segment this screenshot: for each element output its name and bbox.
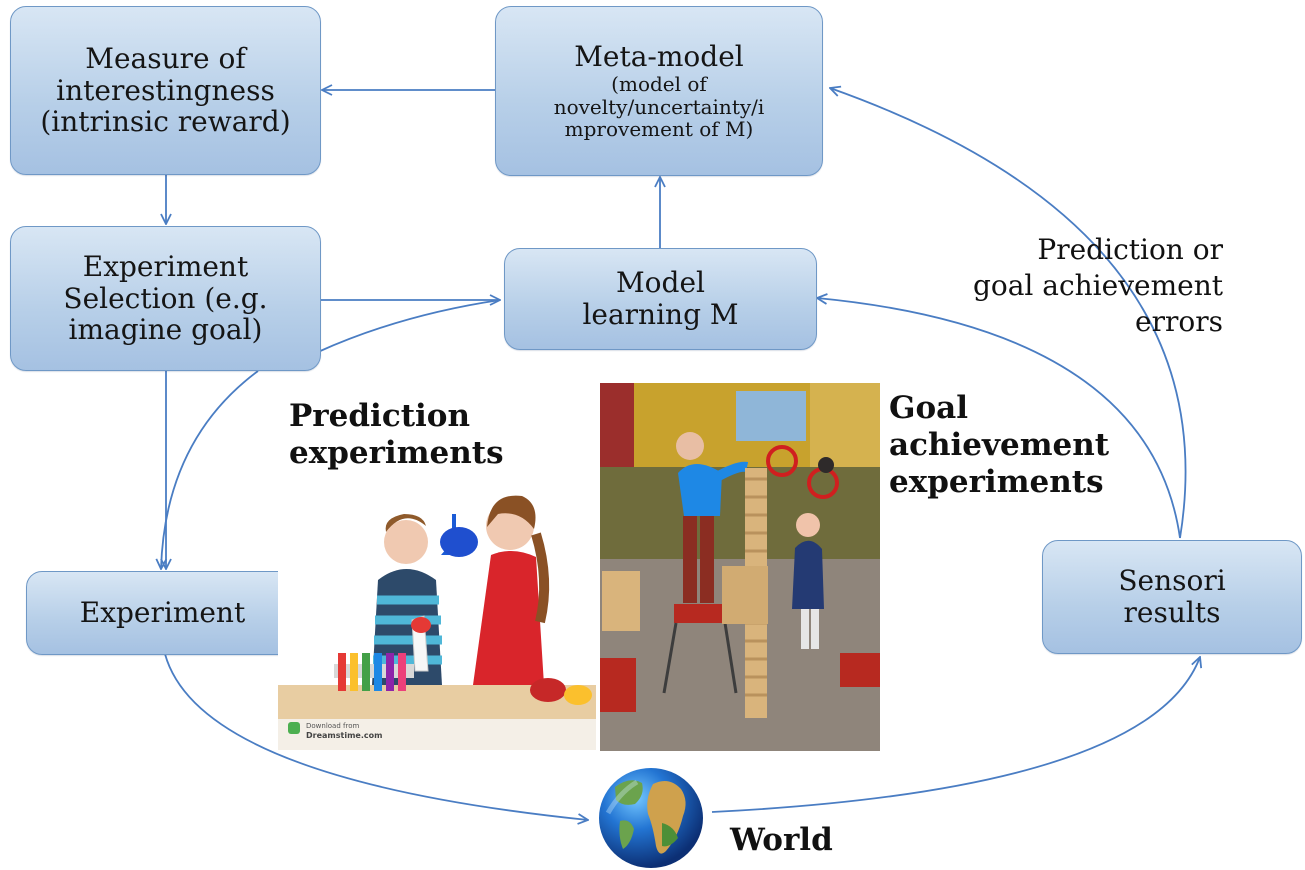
- arrow-sensori-to-meta: [830, 88, 1187, 539]
- world-label: World: [730, 822, 833, 858]
- world-globe-icon: [599, 768, 703, 868]
- prediction-label-line-1: Prediction: [289, 398, 471, 434]
- goal-achievement-experiments-photo: [600, 383, 880, 751]
- meta-model-line-1: (model of: [611, 71, 707, 96]
- sensori-line-2: results: [1123, 596, 1221, 629]
- arrow-sensori-to-model: [817, 298, 1181, 539]
- sensori-results-box: Sensori results: [1042, 540, 1302, 654]
- experiment-box: Experiment: [26, 571, 299, 655]
- watermark-line-2: Dreamstime.com: [306, 731, 382, 740]
- goal-label-line-3: experiments: [889, 464, 1104, 501]
- model-learning-line-1: Model: [616, 266, 705, 300]
- meta-model-title: Meta-model: [574, 39, 744, 73]
- measure-line-3: (intrinsic reward): [40, 105, 291, 139]
- meta-model-line-3: mprovement of M): [564, 117, 754, 142]
- measure-line-2: interestingness: [56, 73, 275, 107]
- goal-label-line-1: Goal: [889, 390, 969, 426]
- watermark-line-1: Download from: [306, 722, 359, 730]
- errors-label: Prediction or goal achievement errors: [945, 232, 1223, 339]
- prediction-experiments-photo: Download from Dreamstime.com: [278, 430, 596, 750]
- measure-of-interestingness-box: Measure of interestingness (intrinsic re…: [10, 6, 321, 175]
- selection-line-3: imagine goal): [68, 313, 263, 347]
- errors-line-3: errors: [1135, 304, 1223, 338]
- arrow-selection-to-experiment-curve: [161, 370, 259, 569]
- goal-photo-illustration: [600, 383, 880, 751]
- prediction-photo-illustration: Download from Dreamstime.com: [278, 430, 596, 750]
- errors-line-1: Prediction or: [1037, 233, 1223, 266]
- meta-model-line-2: novelty/uncertainty/i: [553, 94, 765, 119]
- goal-achievement-label: Goal achievement experiments: [889, 390, 1134, 502]
- arrow-experiment-to-world: [164, 653, 588, 820]
- errors-line-2: goal achievement: [972, 268, 1223, 302]
- prediction-experiments-label: Prediction experiments: [289, 398, 559, 472]
- goal-label-line-2: achievement: [889, 427, 1110, 464]
- model-learning-line-2: learning M: [582, 298, 739, 331]
- selection-line-2: Selection (e.g.: [63, 281, 268, 315]
- prediction-label-line-2: experiments: [289, 435, 504, 472]
- sensori-line-1: Sensori: [1118, 564, 1226, 598]
- arrow-selection-to-model-curve: [317, 299, 501, 353]
- model-learning-box: Model learning M: [504, 248, 817, 350]
- experiment-label: Experiment: [79, 596, 246, 630]
- measure-line-1: Measure of: [85, 41, 246, 75]
- experiment-selection-box: Experiment Selection (e.g. imagine goal): [10, 226, 321, 371]
- arrow-world-to-sensori: [711, 657, 1200, 813]
- meta-model-box: Meta-model (model of novelty/uncertainty…: [495, 6, 823, 176]
- selection-line-1: Experiment: [82, 249, 249, 283]
